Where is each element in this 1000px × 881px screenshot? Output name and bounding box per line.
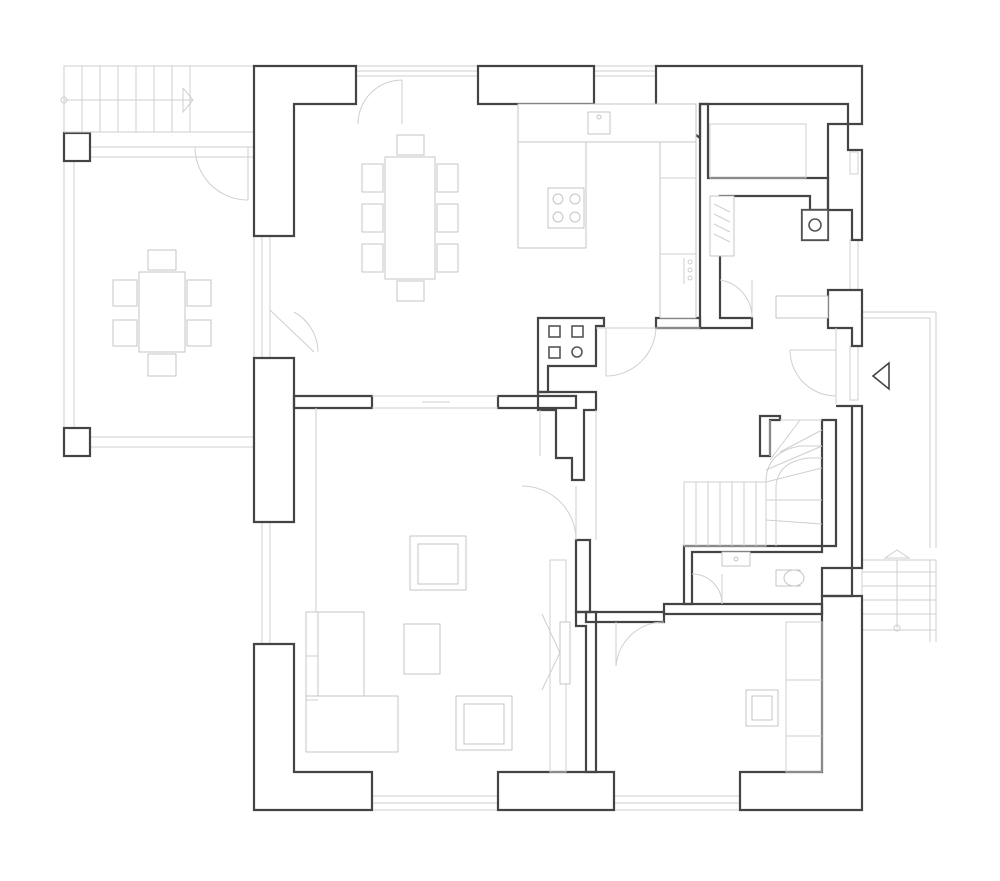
living-room (305, 395, 577, 773)
dining-set (361, 134, 459, 302)
terrace-stairs (60, 65, 255, 133)
study-room (615, 621, 823, 773)
pantry (709, 123, 829, 319)
interior-walls (292, 102, 838, 774)
entrance-stairs (861, 549, 937, 642)
door-swings (269, 79, 837, 404)
terrace-post-north (62, 131, 92, 163)
terrace (60, 65, 255, 458)
wc (691, 551, 805, 605)
terrace-dining-set (112, 249, 212, 377)
cooktop-burner-icon (552, 193, 564, 205)
interior-staircase (683, 419, 823, 547)
sink (587, 111, 611, 135)
cooktop (547, 187, 585, 229)
entrance-arrow-icon (871, 361, 890, 391)
dining-table (384, 156, 436, 280)
chimney-flue (801, 209, 829, 241)
hall (595, 327, 700, 540)
stove-symbol (548, 325, 584, 359)
chimney-block (536, 316, 606, 394)
appliance-burners (683, 258, 693, 284)
stair-direction-arrow-icon (182, 87, 194, 114)
entrance-porch (861, 311, 937, 642)
kitchen (517, 103, 697, 319)
sofa (305, 611, 399, 753)
terrace-door-swing (194, 146, 249, 201)
terrace-post-south (62, 426, 92, 458)
kitchen-counter-side (659, 141, 697, 319)
coffee-table (403, 623, 441, 675)
kitchen-counter-back (517, 103, 697, 143)
